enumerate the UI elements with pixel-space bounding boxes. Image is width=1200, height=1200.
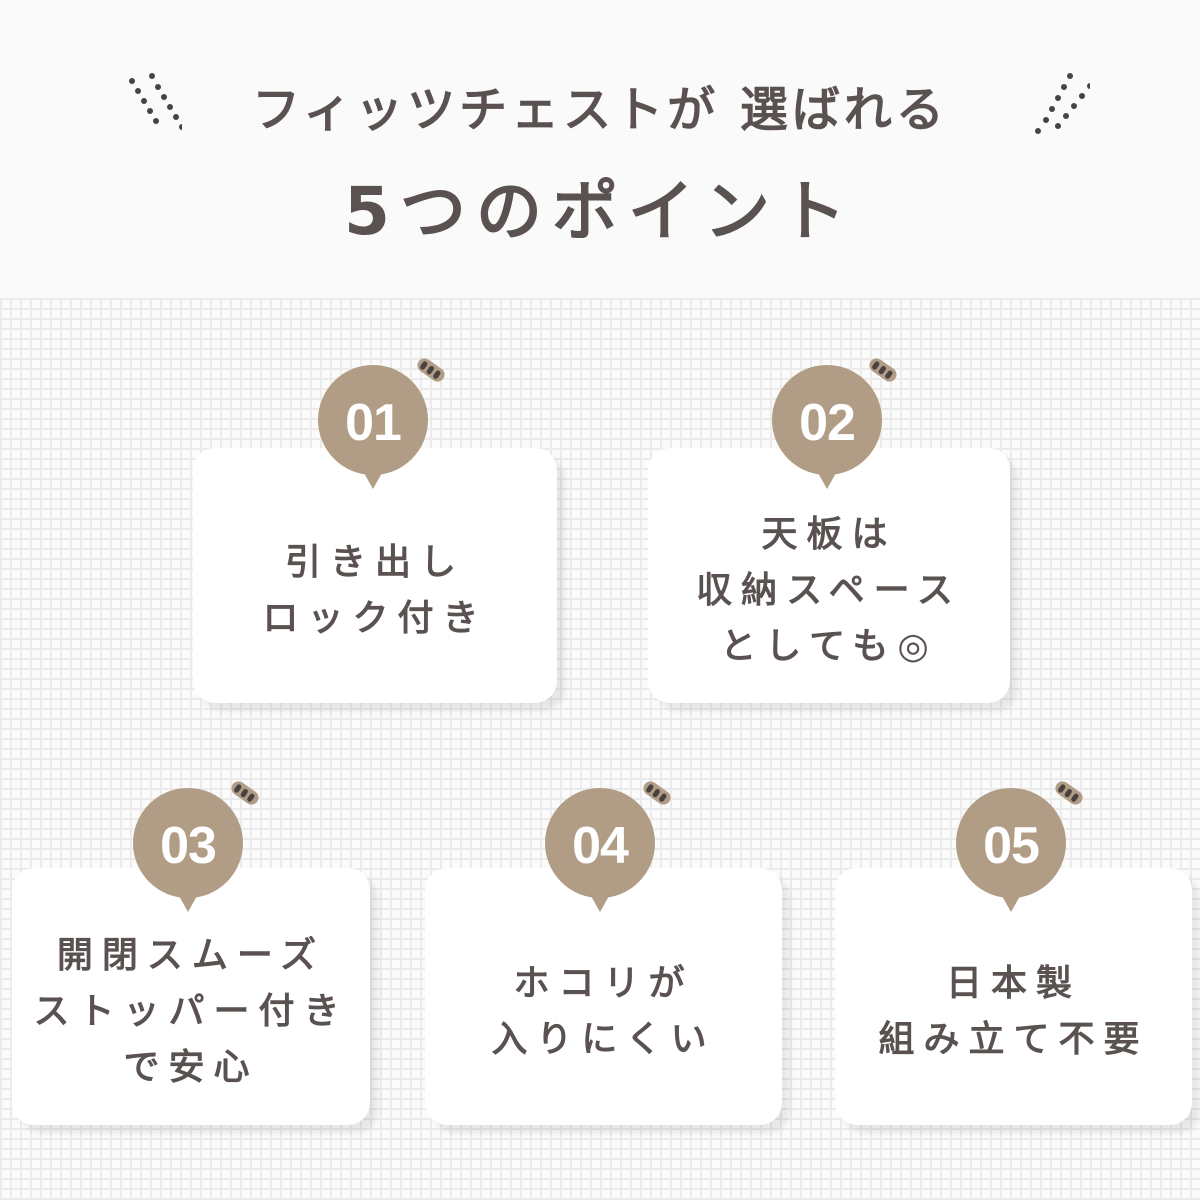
point-text: 引き出し ロック付き bbox=[262, 541, 488, 639]
point-text: 天板は 収納スペース としても◎ bbox=[696, 513, 962, 667]
sparkle-icon bbox=[643, 781, 671, 805]
point-badge-4: 04 bbox=[545, 788, 655, 912]
title-line1: フィッツチェストが 選ばれる bbox=[252, 82, 948, 138]
point-text: 開閉スムーズ ストッパー付き で安心 bbox=[33, 934, 349, 1088]
sparkle-icon bbox=[869, 358, 897, 382]
point-number: 04 bbox=[572, 817, 629, 875]
point-number: 03 bbox=[160, 817, 217, 875]
point-badge-2: 02 bbox=[772, 365, 882, 489]
sparkle-icon bbox=[417, 358, 445, 382]
point-badge-5: 05 bbox=[956, 788, 1066, 912]
title-line2: 5つのポイント bbox=[344, 173, 856, 250]
point-card-3: 開閉スムーズ ストッパー付き で安心 bbox=[12, 868, 370, 1125]
point-number: 05 bbox=[983, 817, 1040, 875]
header: フィッツチェストが 選ばれる 5つのポイント bbox=[0, 0, 1200, 290]
point-text: 日本製 組み立て不要 bbox=[878, 962, 1149, 1060]
point-number: 01 bbox=[345, 394, 402, 452]
point-text: ホコリが 入りにくい bbox=[491, 962, 716, 1060]
sparkle-icon bbox=[1055, 781, 1083, 805]
point-card-2: 天板は 収納スペース としても◎ bbox=[648, 448, 1010, 703]
point-number: 02 bbox=[799, 394, 856, 452]
point-card-1: 引き出し ロック付き bbox=[193, 448, 557, 703]
point-badge-1: 01 bbox=[318, 365, 428, 489]
point-badge-3: 03 bbox=[133, 788, 243, 912]
dotted-lines-left-icon bbox=[129, 73, 182, 130]
sparkle-icon bbox=[231, 781, 259, 805]
dotted-lines-right-icon bbox=[1035, 73, 1090, 134]
